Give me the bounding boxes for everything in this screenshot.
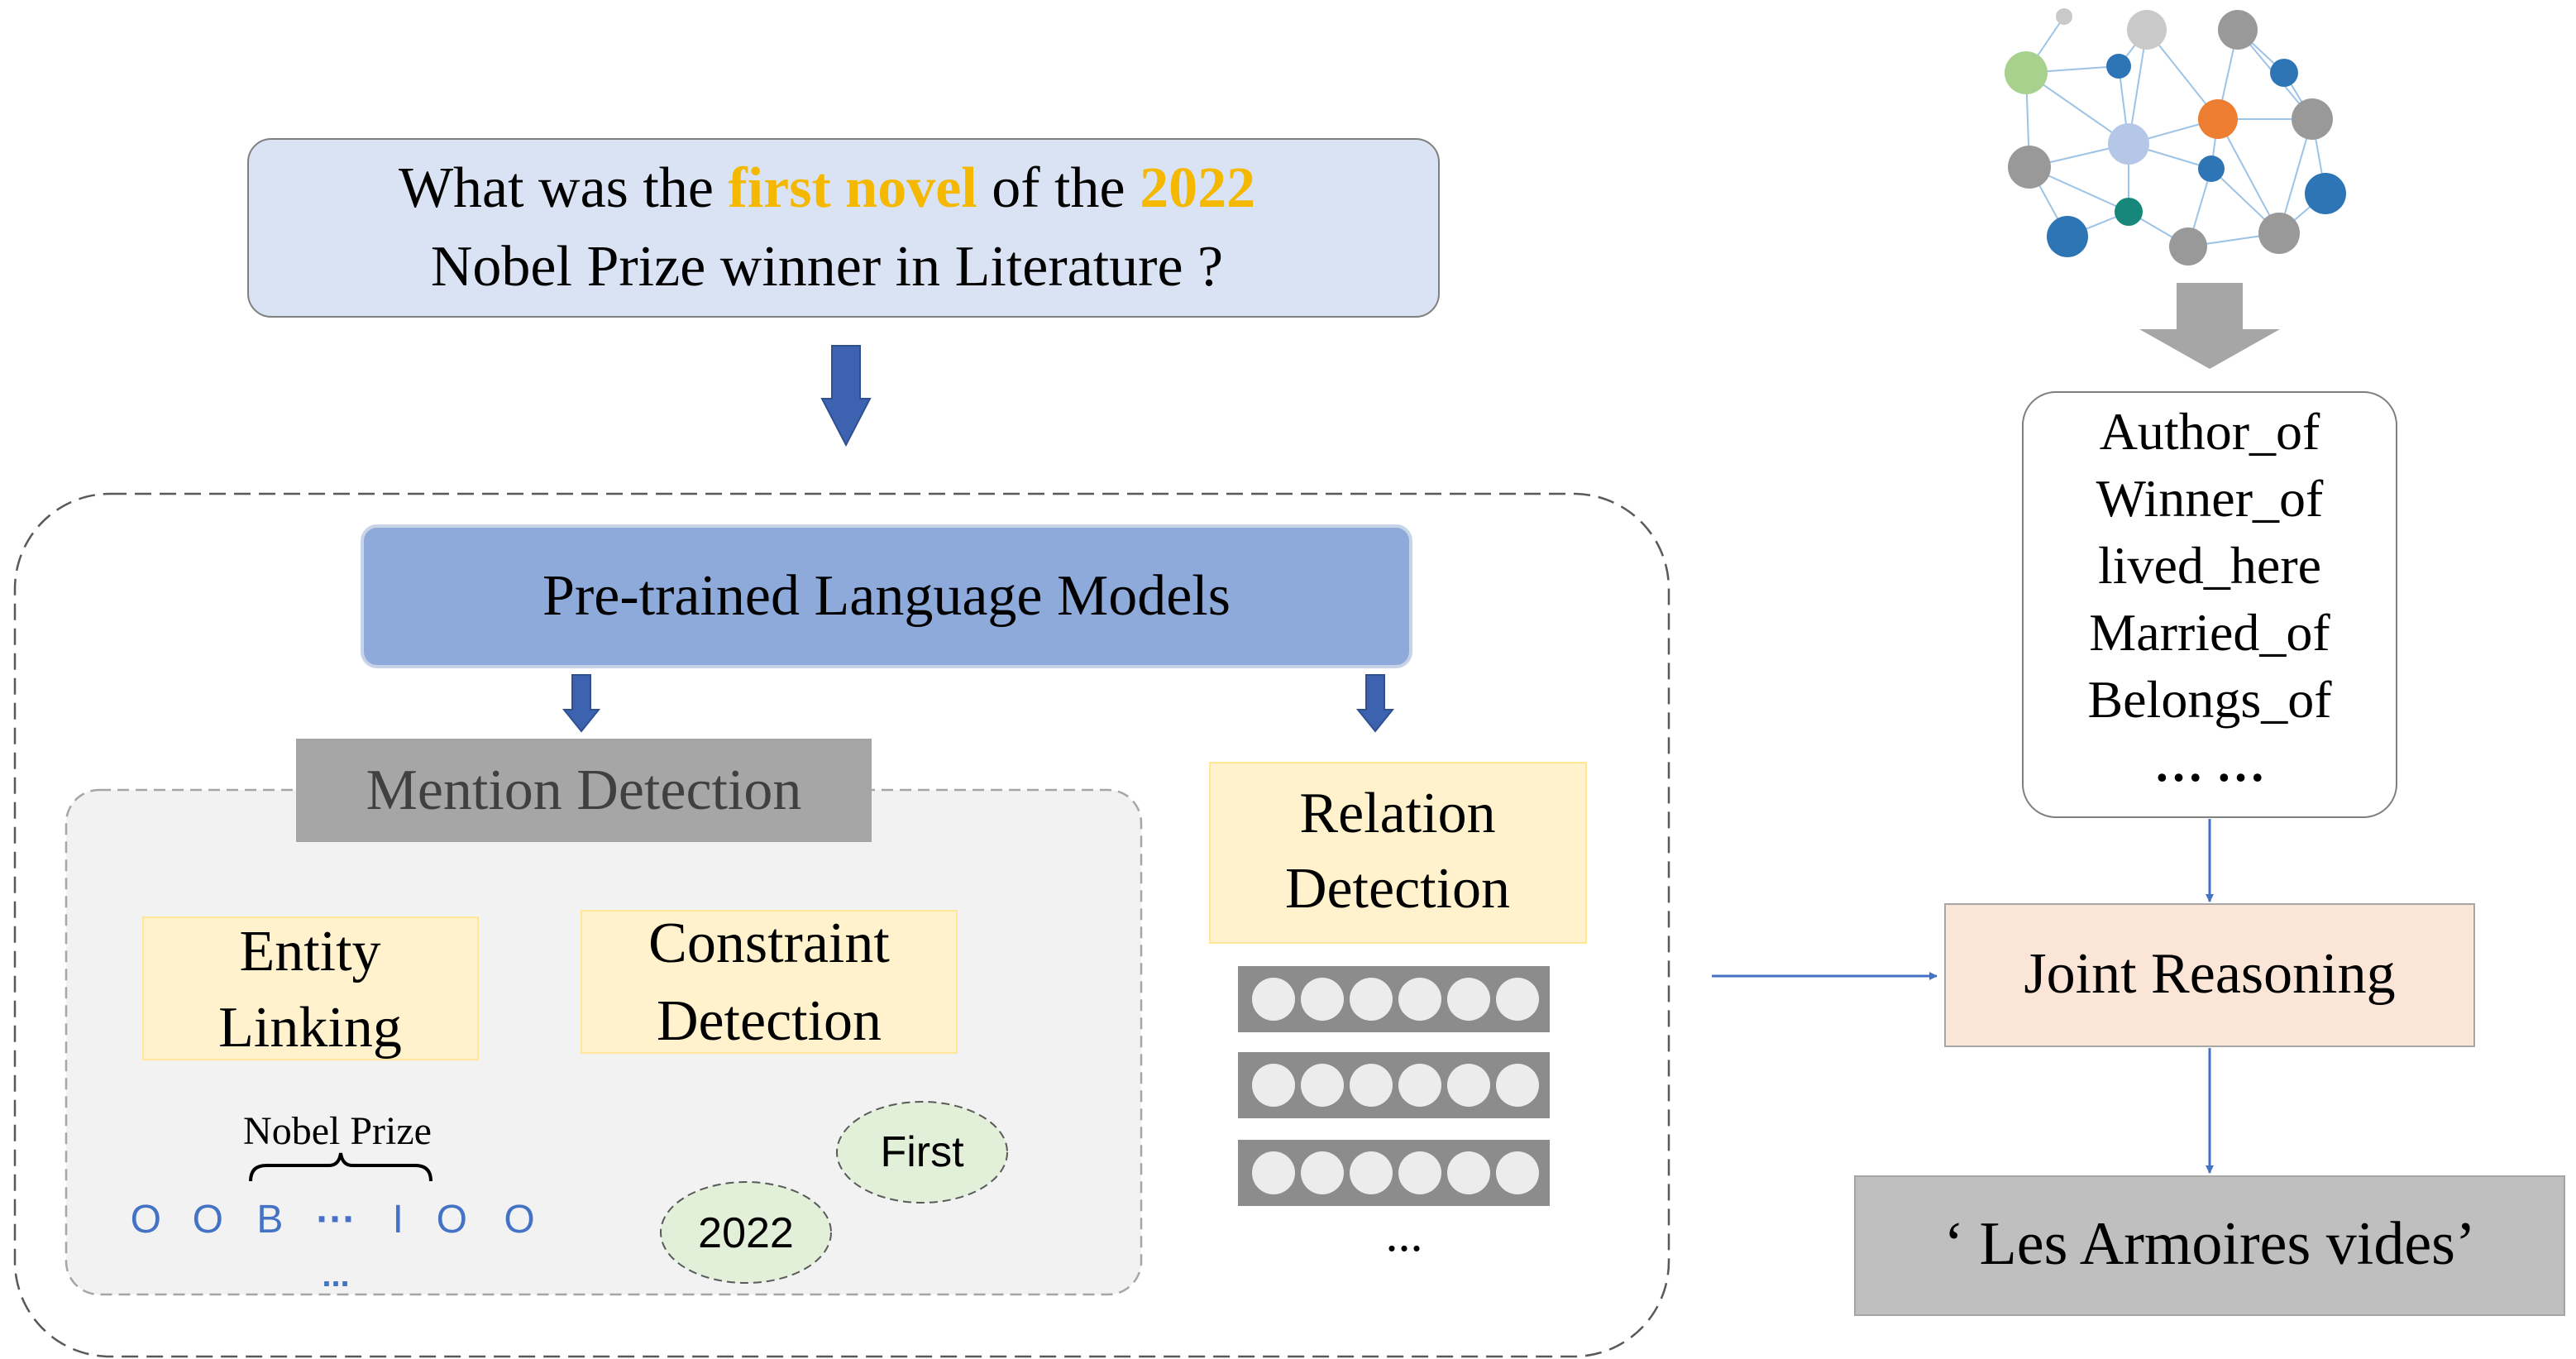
embedding-token-icon [1252,1151,1295,1194]
constraint-detection-line-2: Detection [657,989,882,1053]
embedding-row [1238,1052,1550,1118]
embedding-token-icon [1447,1151,1490,1194]
tag-ellipsis: ... [322,1257,349,1294]
graph-node [2005,51,2048,94]
question-highlight-year: 2022 [1140,156,1255,220]
tag-0: O [131,1198,161,1242]
relation-item: Belongs_of [2087,670,2332,729]
relation-item: lived_here [2098,536,2321,595]
curly-brace-icon [249,1152,433,1182]
graph-node [2292,98,2333,140]
embedding-token-icon [1350,1151,1393,1194]
embedding-token-icon [1398,1151,1441,1194]
tag-row: O O B ··· I O O [131,1198,535,1242]
embedding-token-icon [1301,1064,1344,1107]
entity-linking-box: Entity Linking [142,916,479,1060]
embedding-token-icon [1301,978,1344,1021]
constraint-year-bubble: 2022 [660,1181,832,1284]
embedding-token-icon [1496,1151,1539,1194]
graph-node [2127,10,2167,50]
joint-reasoning-box: Joint Reasoning [1944,903,2475,1047]
question-seg-0: What was the [399,156,728,220]
relation-item: Winner_of [2096,469,2324,528]
constraint-first-bubble: First [836,1101,1008,1203]
embedding-rows [1238,966,1550,1206]
tag-3: ··· [316,1198,356,1242]
embedding-ellipsis: ... [1386,1207,1423,1261]
mention-detection-header: Mention Detection [296,739,872,842]
graph-node [2106,54,2131,79]
relation-detection-line-1: Relation [1299,782,1495,845]
brace-label: Nobel Prize [243,1109,432,1153]
graph-node [2258,213,2300,254]
entity-linking-line-1: Entity [239,920,380,983]
answer-box: ‘ Les Armoires vides’ [1854,1175,2565,1316]
joint-reasoning-label: Joint Reasoning [2024,942,2395,1006]
embedding-token-icon [1447,978,1490,1021]
graph-node [2305,173,2346,214]
graph-node [2218,10,2258,50]
tag-1: O [193,1198,223,1242]
graph-node [2198,156,2225,182]
question-line-2: Nobel Prize winner in Literature ? [431,235,1223,299]
question-line-1: What was the first novel of the 2022 [399,156,1255,220]
embedding-row [1238,966,1550,1032]
question-box: What was the first novel of the 2022 Nob… [247,138,1440,318]
embedding-token-icon [1301,1151,1344,1194]
embedding-token-icon [1447,1064,1490,1107]
tag-4: I [393,1198,404,1242]
question-seg-2: of the [977,156,1140,220]
relation-detection-box: Relation Detection [1209,762,1587,944]
graph-node [2108,123,2149,165]
tag-2: B [256,1198,283,1242]
embedding-token-icon [1350,978,1393,1021]
constraint-year-label: 2022 [698,1209,794,1257]
graph-node [2270,59,2298,87]
graph-node [2115,198,2143,226]
embedding-token-icon [1252,978,1295,1021]
relations-list-box: Author_of Winner_of lived_here Married_o… [2022,391,2397,818]
arrow-to-mention-icon [562,674,601,733]
relation-item: Married_of [2089,603,2330,662]
knowledge-graph-icon [2005,8,2346,266]
embedding-row [1238,1140,1550,1206]
embedding-token-icon [1496,978,1539,1021]
graph-edge [2217,118,2280,234]
embedding-token-icon [1252,1064,1295,1107]
embedding-token-icon [1398,978,1441,1021]
graph-node [2198,99,2238,139]
relation-detection-line-2: Detection [1285,857,1510,921]
graph-node [2169,227,2207,266]
arrow-to-relation-icon [1355,674,1395,733]
gray-down-arrow-icon [2139,283,2280,369]
entity-linking-line-2: Linking [218,996,402,1060]
down-arrow-icon [820,345,872,447]
tagging-sequence: Nobel Prize O O B ··· I O O ... [131,1109,535,1294]
embedding-token-icon [1398,1064,1441,1107]
relations-ellipsis: … … [2154,737,2266,792]
tag-6: O [504,1198,534,1242]
graph-node [2008,146,2051,189]
graph-node [2056,8,2072,25]
graph-node [2047,216,2088,257]
mention-detection-label: Mention Detection [366,758,802,822]
tag-5: O [437,1198,467,1242]
answer-label: ‘ Les Armoires vides’ [1943,1210,2475,1278]
relation-item: Author_of [2100,402,2320,461]
constraint-detection-line-1: Constraint [648,912,890,975]
question-highlight-first-novel: first novel [728,156,977,220]
plm-box: Pre-trained Language Models [361,524,1412,668]
constraint-first-label: First [880,1128,964,1176]
embedding-token-icon [1496,1064,1539,1107]
plm-label: Pre-trained Language Models [542,564,1231,628]
constraint-detection-box: Constraint Detection [581,910,958,1054]
embedding-token-icon [1350,1064,1393,1107]
